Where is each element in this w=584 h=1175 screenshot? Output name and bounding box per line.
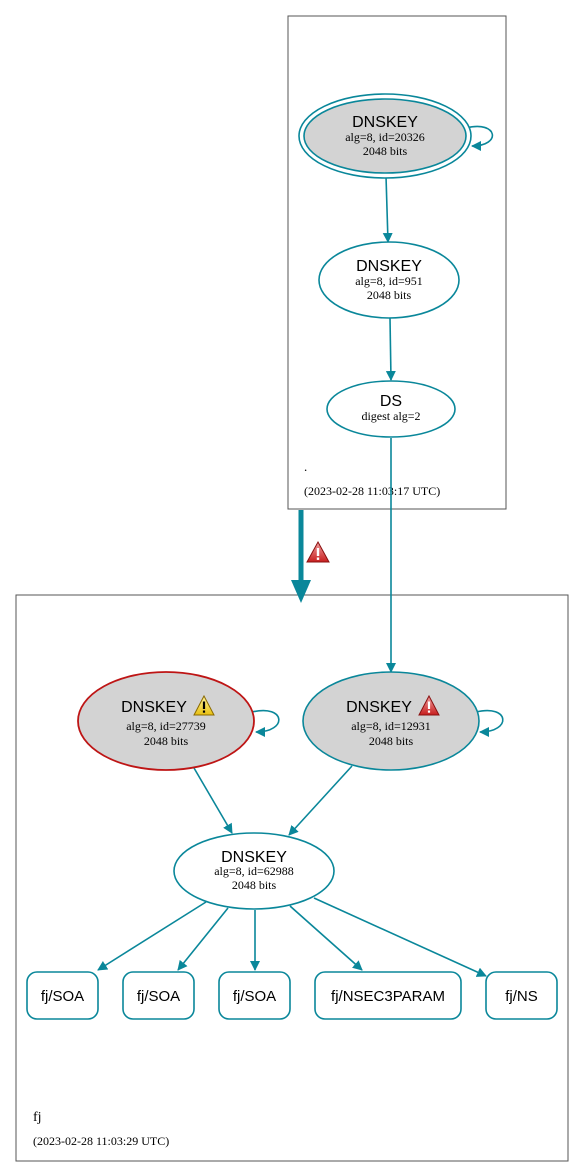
fj-zsk-node[interactable]: DNSKEY alg=8, id=62988 2048 bits	[173, 832, 335, 910]
record-nodes: fj/SOA fj/SOA fj/SOA fj/NSEC3PARAM fj/NS	[26, 971, 558, 1020]
fj-ksk-warning-line1: alg=8, id=27739	[126, 719, 206, 733]
edge-root-zsk-to-ds	[385, 317, 396, 381]
zone-fj-name: fj	[33, 1110, 42, 1125]
record-label: fj/NSEC3PARAM	[331, 988, 445, 1005]
fj-ksk-warning-node[interactable]: DNSKEY alg=8, id=27739 2048 bits	[77, 671, 255, 771]
root-zsk-line1: alg=8, id=951	[355, 274, 423, 288]
edge-zsk-to-record-2	[177, 907, 229, 971]
edge-root-ksk-self	[465, 125, 494, 151]
record-label: fj/SOA	[233, 988, 276, 1005]
ds-line1: digest alg=2	[361, 409, 420, 423]
root-zsk-title: DNSKEY	[356, 258, 422, 275]
edge-zsk-to-record-4	[289, 905, 363, 971]
record-soa-1[interactable]: fj/SOA	[26, 971, 99, 1020]
edge-root-ksk-to-zsk	[382, 175, 393, 243]
ds-node[interactable]: DS digest alg=2	[326, 380, 456, 438]
zone-fj-timestamp: (2023-02-28 11:03:29 UTC)	[33, 1134, 169, 1148]
fj-ksk-warning-title: DNSKEY	[121, 699, 187, 716]
edge-zsk-to-record-1	[97, 901, 207, 971]
root-zsk-line2: 2048 bits	[367, 288, 412, 302]
warning-triangle-icon	[193, 694, 215, 716]
root-ksk-line1: alg=8, id=20326	[345, 130, 425, 144]
record-soa-2[interactable]: fj/SOA	[122, 971, 195, 1020]
record-ns[interactable]: fj/NS	[485, 971, 558, 1020]
fj-ksk-error-line2: 2048 bits	[369, 734, 414, 748]
zone-root-name: .	[304, 459, 307, 474]
edge-fj-ksk-err-self	[475, 709, 504, 737]
root-ksk-node[interactable]: DNSKEY alg=8, id=20326 2048 bits	[298, 93, 472, 179]
edge-fj-ksk-err-to-zsk	[288, 765, 353, 836]
record-label: fj/SOA	[137, 988, 180, 1005]
error-triangle-icon	[418, 694, 440, 716]
fj-ksk-error-title: DNSKEY	[346, 699, 412, 716]
edges	[97, 125, 504, 977]
fj-ksk-warning-line2: 2048 bits	[144, 734, 189, 748]
ds-title: DS	[380, 393, 402, 410]
record-nsec3param[interactable]: fj/NSEC3PARAM	[314, 971, 462, 1020]
fj-zsk-line2: 2048 bits	[232, 878, 277, 892]
fj-ksk-error-line1: alg=8, id=12931	[351, 719, 431, 733]
root-zsk-node[interactable]: DNSKEY alg=8, id=951 2048 bits	[318, 241, 460, 319]
zone-root-timestamp: (2023-02-28 11:03:17 UTC)	[304, 484, 440, 498]
error-triangle-icon	[306, 540, 330, 563]
edge-zsk-to-record-5	[313, 897, 487, 977]
record-soa-3[interactable]: fj/SOA	[218, 971, 291, 1020]
root-ksk-line2: 2048 bits	[363, 144, 408, 158]
fj-zsk-title: DNSKEY	[221, 849, 287, 866]
fj-ksk-error-node[interactable]: DNSKEY alg=8, id=12931 2048 bits	[302, 671, 480, 771]
root-ksk-title: DNSKEY	[352, 114, 418, 131]
record-label: fj/SOA	[41, 988, 84, 1005]
edge-fj-ksk-warn-to-zsk	[193, 767, 233, 834]
record-label: fj/NS	[505, 988, 538, 1005]
fj-zsk-line1: alg=8, id=62988	[214, 864, 294, 878]
delegation-edge	[291, 510, 311, 603]
edge-fj-ksk-warn-self	[251, 709, 280, 737]
